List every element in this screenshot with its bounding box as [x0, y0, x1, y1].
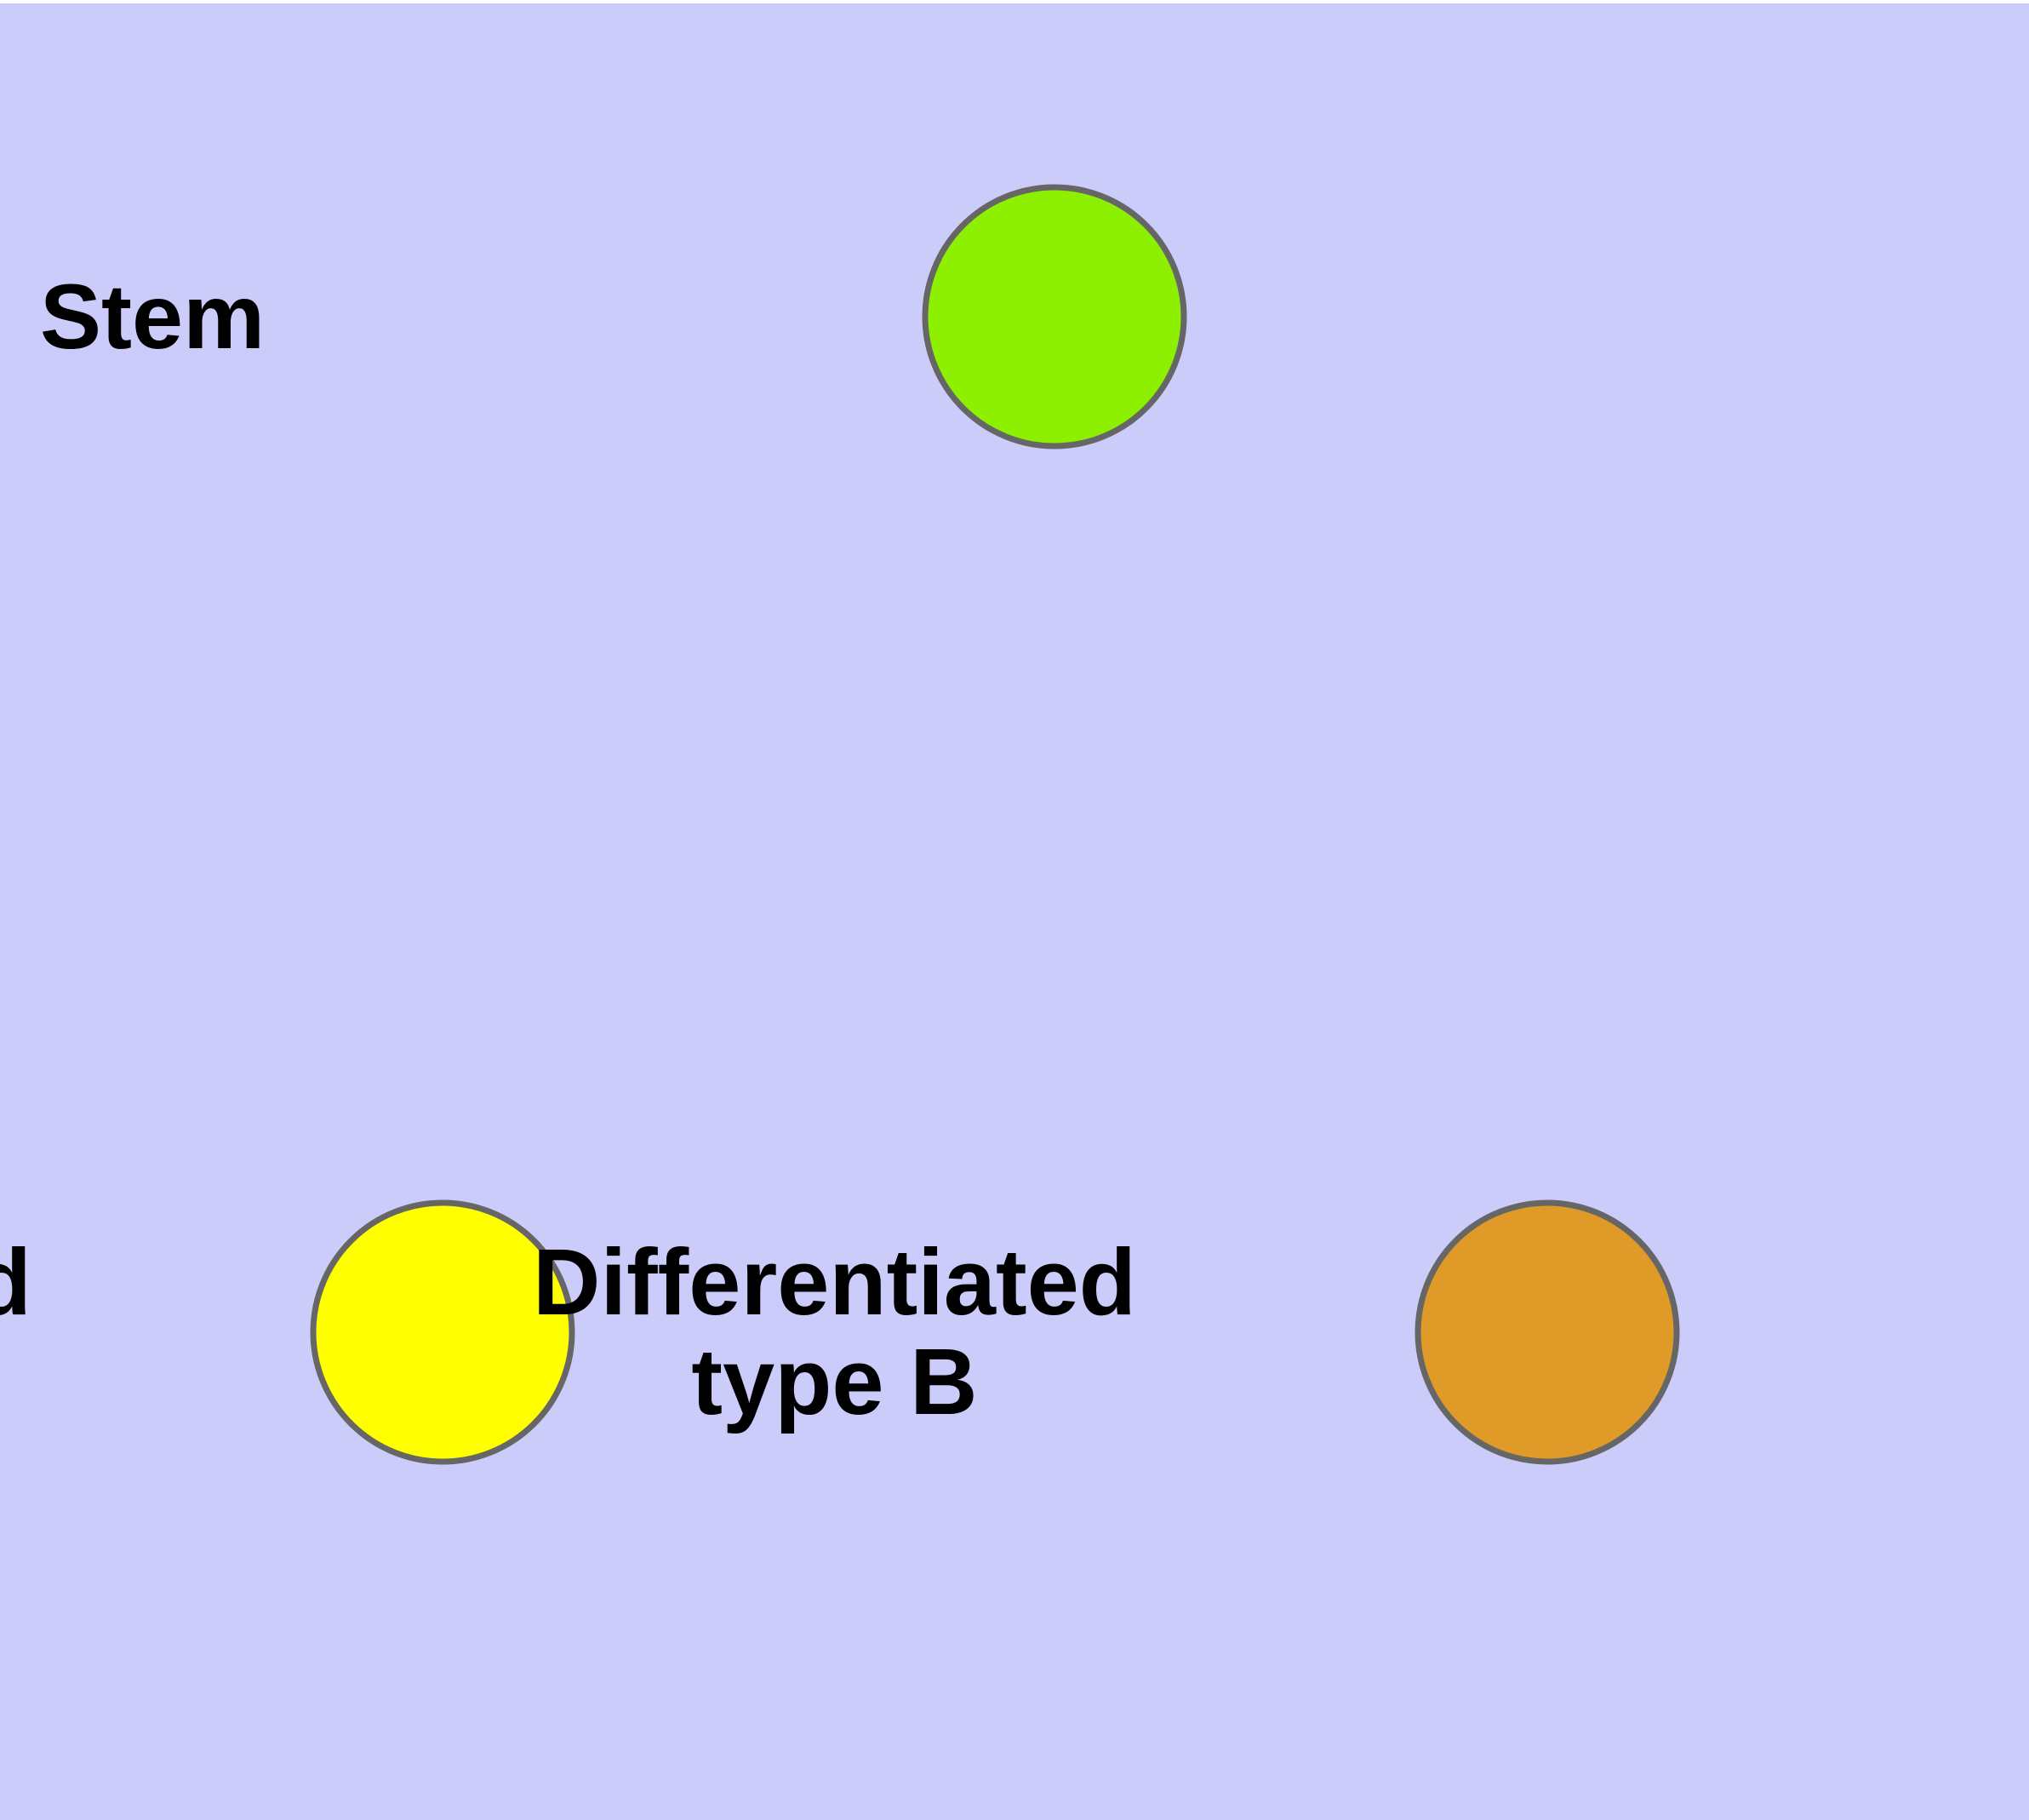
- node-layer: [310, 184, 1680, 1465]
- node-diff-a-circle[interactable]: [310, 1199, 575, 1465]
- node-diff-b-circle[interactable]: [1415, 1199, 1680, 1465]
- top-white-strip: [0, 0, 2029, 3]
- node-stem-circle[interactable]: [922, 184, 1187, 449]
